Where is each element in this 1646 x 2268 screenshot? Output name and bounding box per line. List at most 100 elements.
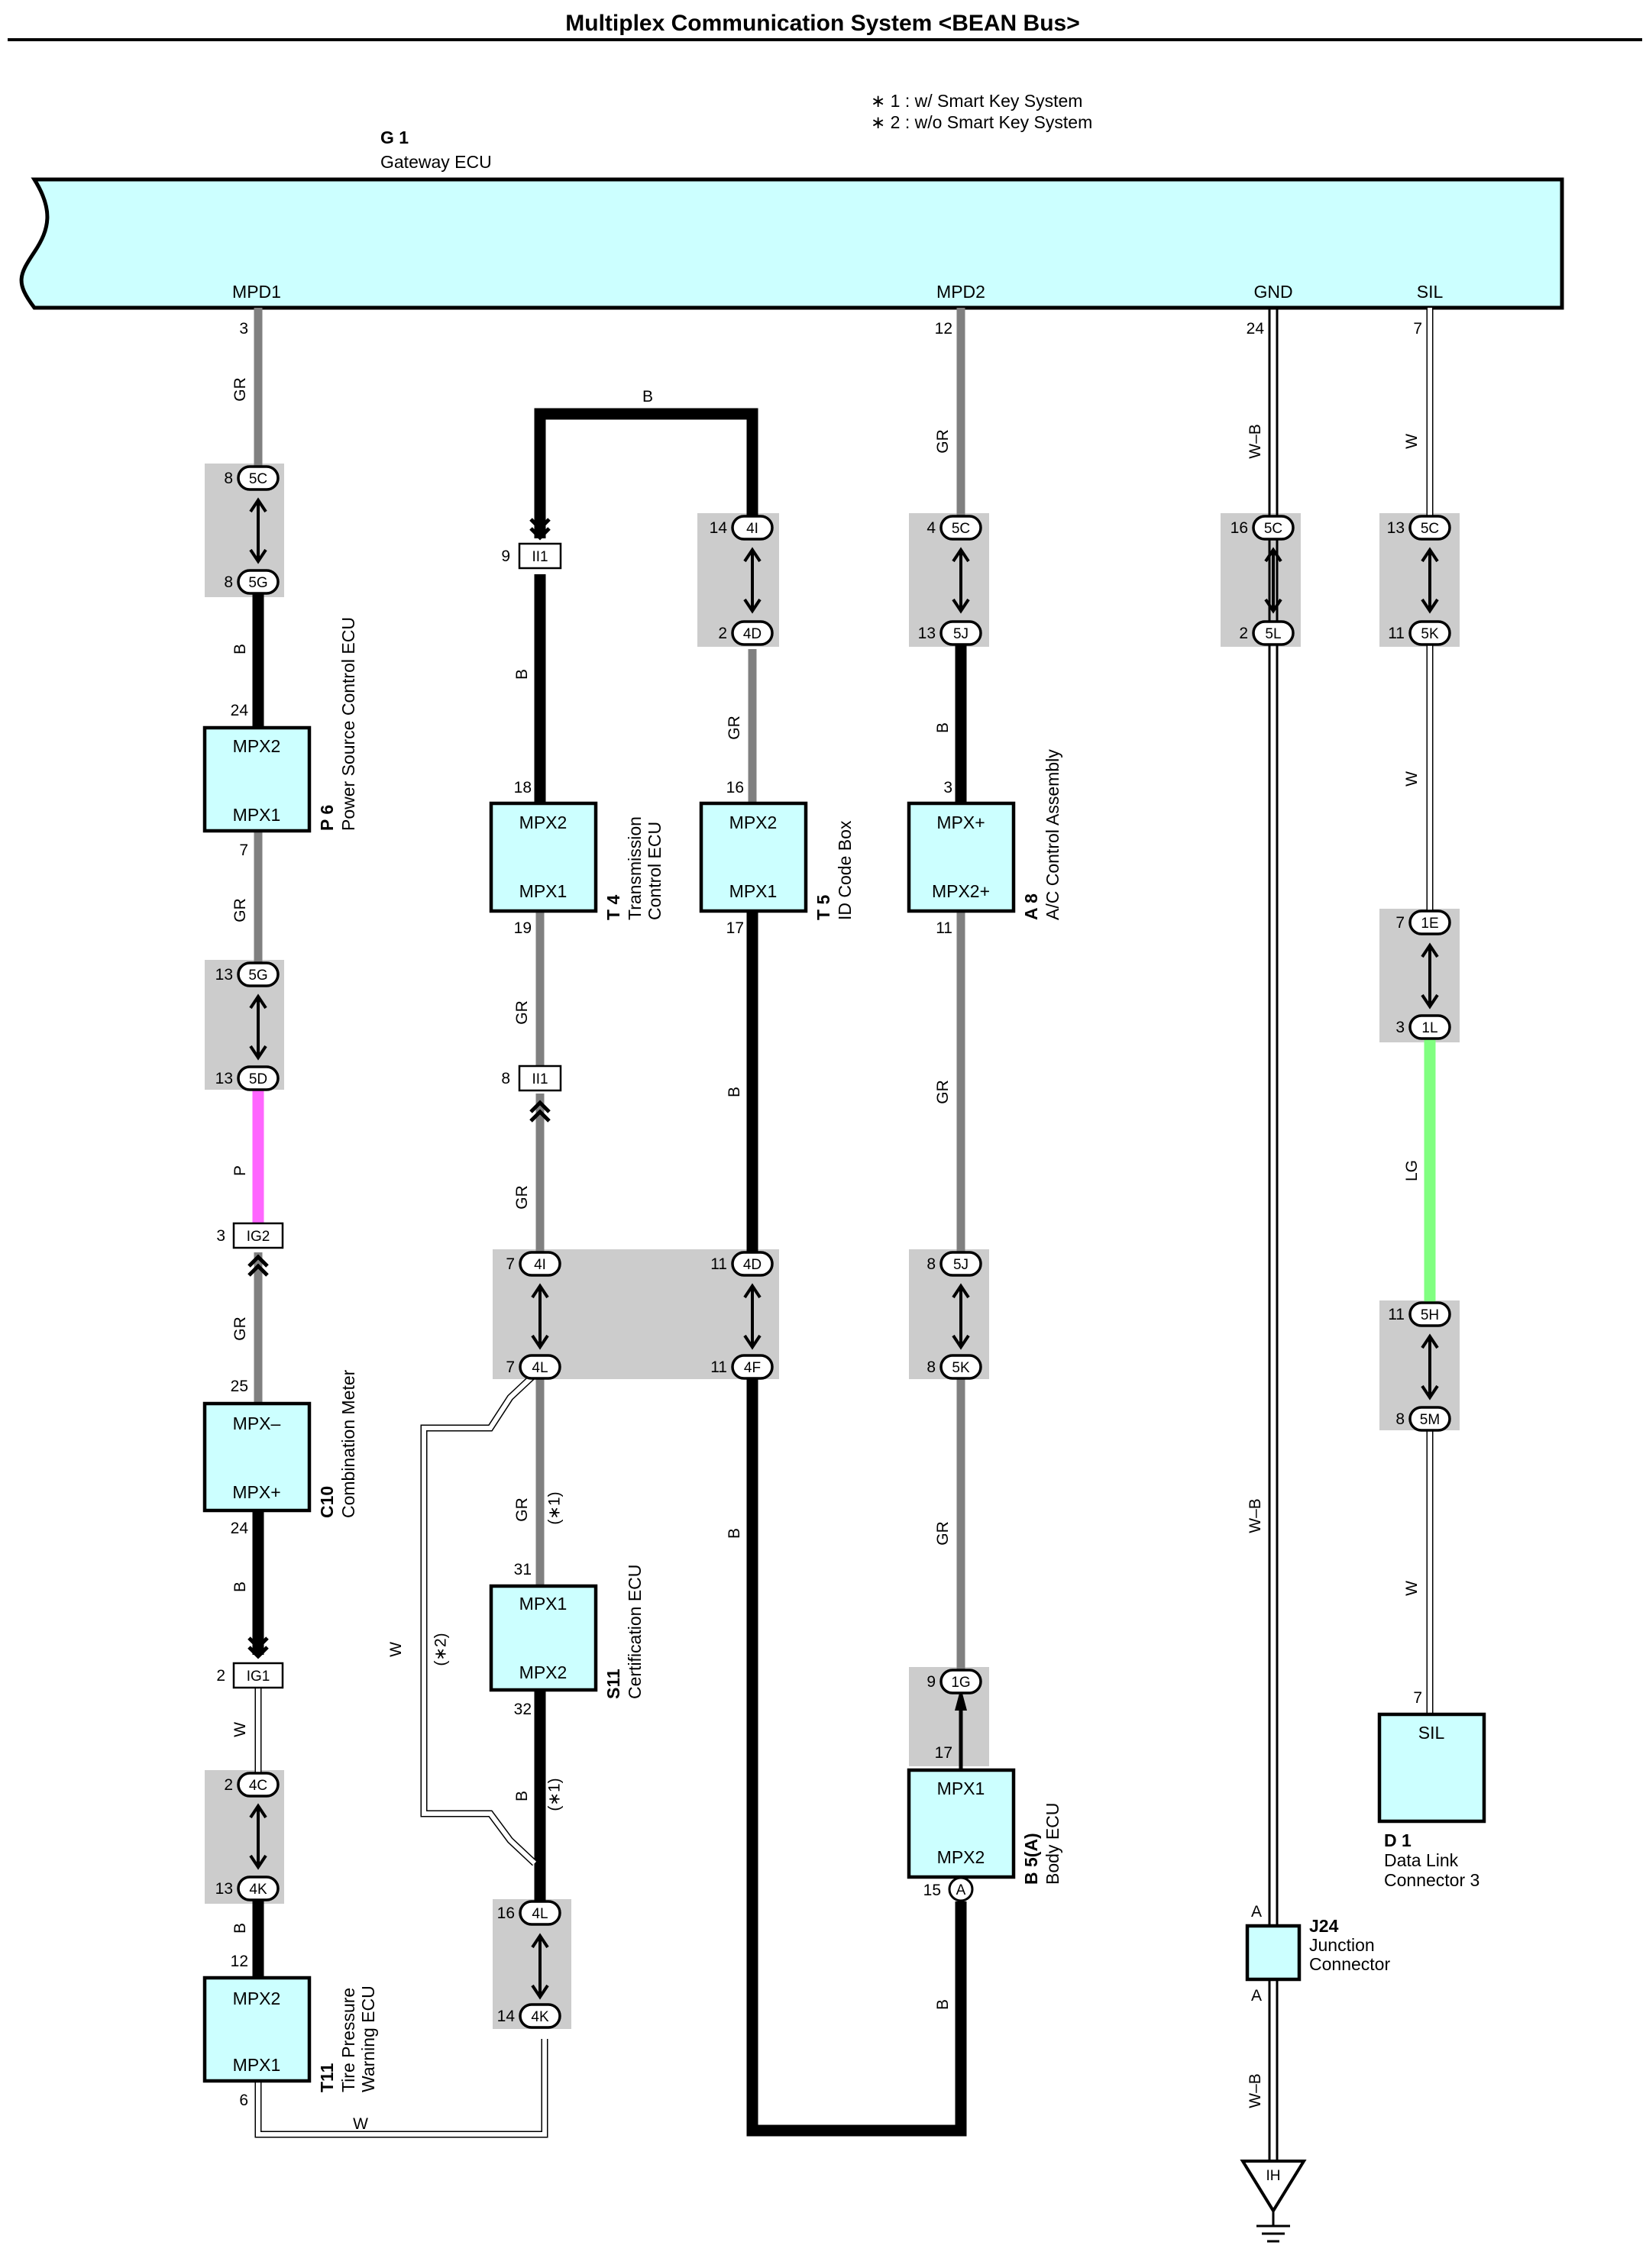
wire-label: GR [934, 429, 952, 454]
connector-pin: 8 [501, 1070, 510, 1087]
connector-chevrons [247, 518, 551, 1659]
connector-code: 5C [249, 471, 267, 487]
connector-pin: 8 [224, 470, 233, 487]
junction-4i-4l: 4I 7 4L 7 [506, 1251, 561, 1380]
junction-4c-4k: 4C 2 4K 13 [215, 1772, 280, 1901]
junction-5c-5j: 5C 4 5J 13 [918, 515, 982, 646]
connector-code: 5K [1421, 626, 1439, 642]
gateway-ecu-box [19, 177, 1564, 310]
terminal-label: MPX1 [519, 881, 568, 901]
junction-arrow [952, 547, 970, 614]
wire-b [534, 408, 758, 538]
wire-note-no-smart-key: (∗2) [432, 1633, 450, 1665]
junction-arrow [249, 993, 267, 1061]
wire-label: GR [726, 716, 743, 740]
pin-label: 12 [231, 1953, 248, 1970]
connector-code: 5J [953, 626, 969, 642]
diagram-title: Multiplex Communication System <BEAN Bus… [565, 11, 1079, 36]
pin-label: 24 [231, 1520, 249, 1537]
wire-notes: (∗1) (∗1) (∗2) [432, 1491, 564, 1811]
component-name: Control ECU [645, 822, 665, 920]
terminal-label: MPX2 [233, 1989, 281, 2008]
wire-label: GR [934, 1521, 952, 1546]
junction-connectors: 5C 8 5G 8 5G 13 5D 13 4C 2 4K 13 4I 14 [215, 465, 1451, 2029]
connector-pin: 3 [216, 1227, 225, 1245]
connector-code: 5C [952, 521, 970, 537]
connector-ii1-lower: II1 8 [501, 1065, 562, 1092]
pin-label: 18 [514, 779, 532, 796]
terminal-label: MPX– [233, 1413, 281, 1433]
connector-pin: 11 [1388, 1306, 1405, 1323]
junction-5c-5l: 5C 16 5L 2 [1230, 515, 1295, 646]
gateway-terminal-gnd: GND [1253, 282, 1292, 302]
junction-arrow [249, 1803, 267, 1870]
junction-arrow [1264, 547, 1282, 614]
note-no-smart-key: ∗ 2 : w/o Smart Key System [871, 112, 1092, 132]
pin-label: 17 [726, 919, 744, 937]
wire-note-smart-key: (∗1) [546, 1491, 564, 1524]
note-smart-key: ∗ 1 : w/ Smart Key System [871, 91, 1082, 111]
component-junction-connector: A A J24 Junction Connector [1245, 1903, 1390, 2005]
connector-pin: 4 [926, 519, 936, 537]
connector-code: 4K [531, 2009, 549, 2025]
connector-code: II1 [532, 549, 548, 565]
gateway-id: G 1 [380, 128, 409, 147]
connector-ig1: IG1 2 [216, 1662, 284, 1689]
connector-code: 4I [746, 521, 758, 537]
component-body-ecu: MPX1 MPX2 17 15 A B 5(A) Body ECU [907, 1744, 1062, 1902]
pin-label: 3 [943, 779, 952, 796]
component-id: T 4 [603, 895, 623, 920]
wire-w-b [1268, 308, 1279, 2161]
junction-arrow [743, 547, 762, 614]
wire-label: W [231, 1722, 249, 1737]
pin-label: 31 [514, 1561, 532, 1578]
pin-circle [948, 1876, 974, 1902]
connector-pin: 13 [215, 1070, 233, 1087]
connector-code: 5C [1421, 521, 1439, 537]
connector-code: 1E [1421, 916, 1438, 932]
pin-label: 15 [923, 1882, 941, 1899]
terminal-label: MPX1 [729, 881, 778, 901]
connector-pin: 14 [497, 2008, 516, 2025]
gateway-pin-mpd2: 12 [935, 320, 952, 338]
wire-w [254, 2039, 548, 2138]
component-id: D 1 [1384, 1830, 1412, 1850]
component-power-source-control-ecu: MPX2 MPX1 24 7 P 6 Power Source Control … [202, 617, 358, 859]
connector-1g: 1G 9 [926, 1669, 982, 1695]
junction-arrow [1421, 942, 1439, 1010]
connector-pin: 11 [1388, 625, 1405, 642]
component-name: Body ECU [1043, 1803, 1062, 1885]
component-name: Connector 3 [1384, 1870, 1479, 1890]
junction-5c-5k: 5C 13 5K 11 [1387, 515, 1451, 646]
connector-code: IG1 [247, 1669, 270, 1685]
connector-pin: 9 [501, 548, 510, 565]
connector-pin: 2 [216, 1667, 225, 1685]
connector-code: 4D [743, 626, 762, 642]
junction-arrow [249, 497, 267, 564]
component-id: S11 [603, 1669, 623, 1699]
wire-label: W–B [1247, 2073, 1264, 2108]
component-ac-control-assembly: MPX+ MPX2+ 3 11 A 8 A/C Control Assembly [907, 749, 1062, 937]
wire-b [746, 1367, 967, 2137]
junction-arrow [1421, 547, 1439, 614]
connector-pin: 2 [224, 1776, 233, 1794]
wire-label: W [1403, 771, 1421, 787]
connector-pin: 13 [215, 966, 233, 984]
connector-code: IG2 [247, 1229, 270, 1245]
terminal-label: MPX+ [232, 1482, 280, 1502]
component-data-link-connector-3: SIL 7 D 1 Data Link Connector 3 [1377, 1689, 1486, 1890]
pin-label: 7 [239, 842, 248, 859]
connector-code: 1L [1421, 1020, 1437, 1036]
wire-label: W–B [1247, 424, 1264, 459]
component-name: Certification ECU [625, 1565, 645, 1699]
junction-arrow [952, 1283, 970, 1350]
wire-label: B [513, 669, 531, 680]
connector-code: 4L [532, 1360, 548, 1376]
pin-label: A [1251, 1987, 1262, 2005]
connector-ii1-upper: II1 9 [501, 542, 562, 570]
pin-label: 16 [726, 779, 744, 796]
junction-arrow [1421, 1333, 1439, 1401]
terminal-label: SIL [1418, 1723, 1445, 1743]
connector-code: 5K [952, 1360, 970, 1376]
